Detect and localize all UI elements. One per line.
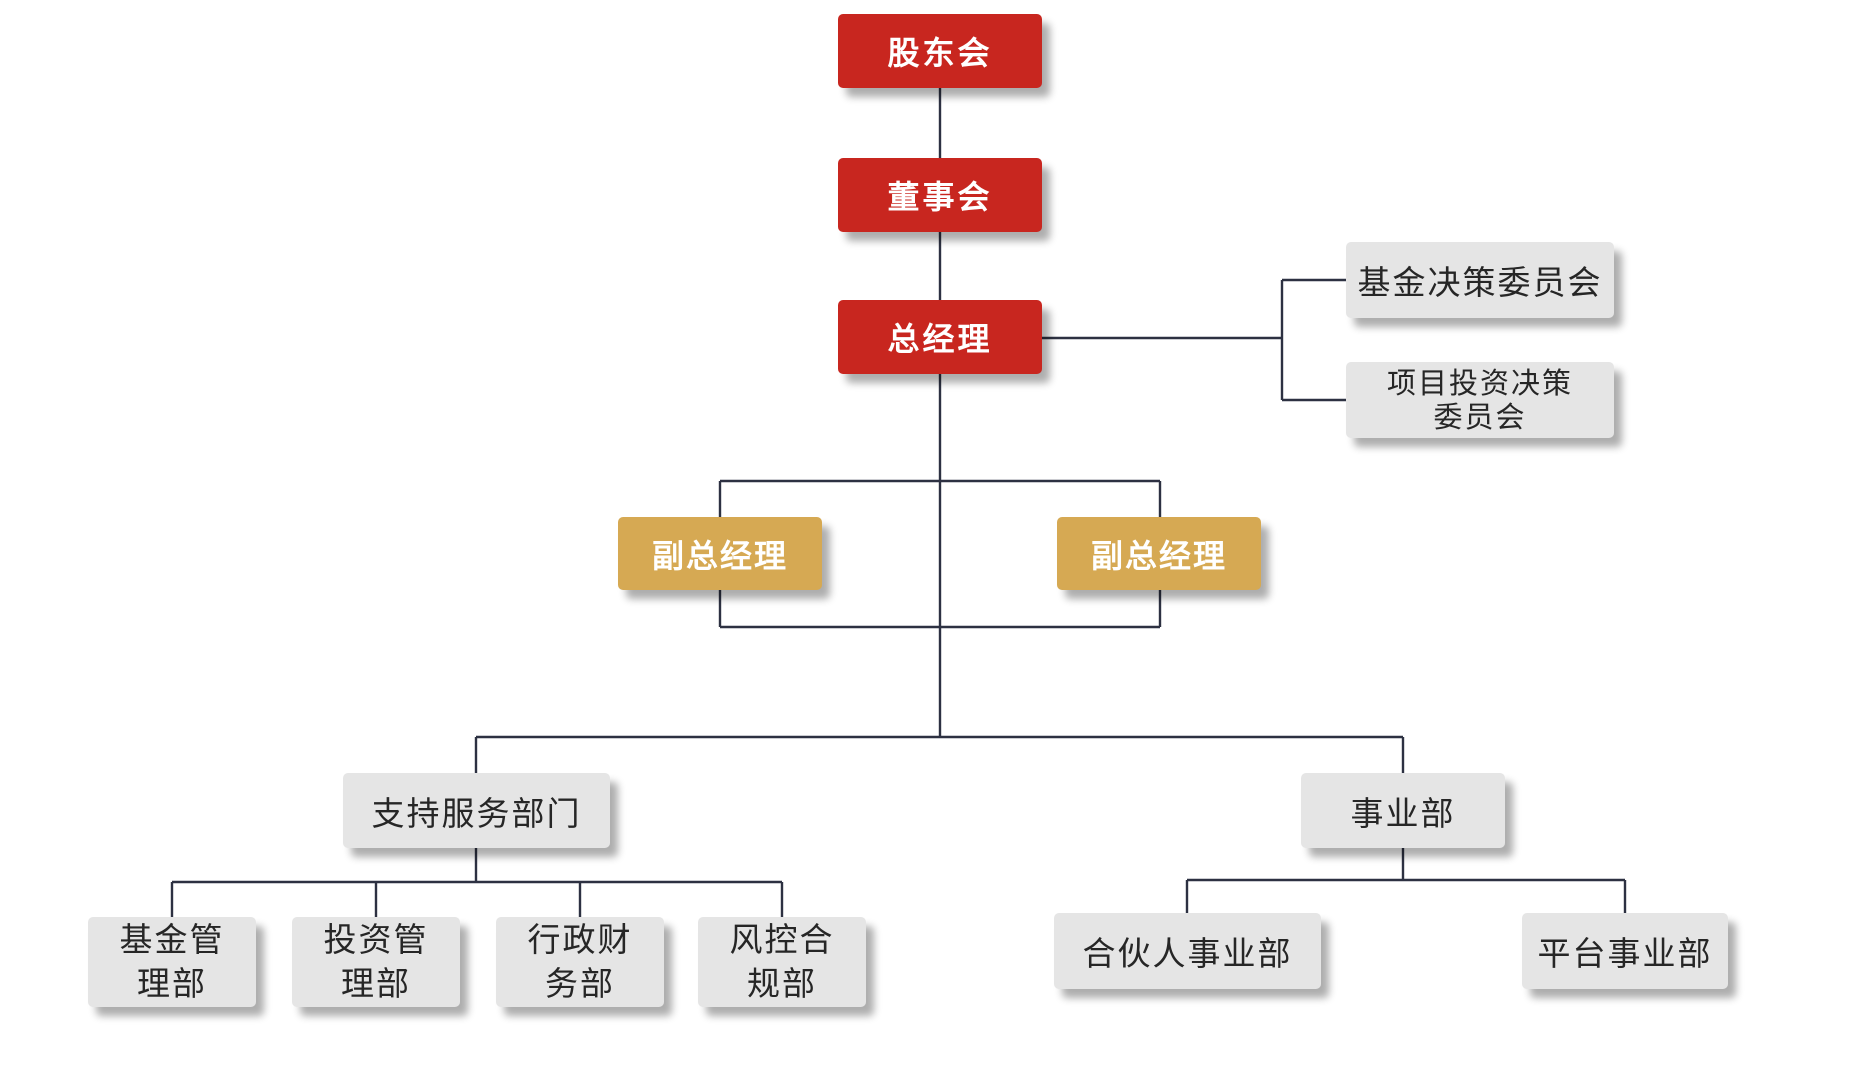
platform-business-label: 平台事业部 (1537, 934, 1713, 973)
board-node: 董事会 (838, 158, 1042, 232)
fund-decision-committee-node: 基金决策委员会 (1346, 242, 1614, 318)
deputy-gm-left-label: 副总经理 (651, 536, 788, 575)
business-division-node: 事业部 (1301, 773, 1505, 848)
connector-business-depts (1185, 848, 1627, 913)
admin-finance-node: 行政财 务部 (496, 917, 664, 1007)
shareholders-node: 股东会 (838, 14, 1042, 88)
support-services-node: 支持服务部门 (343, 773, 610, 848)
shareholders-label: 股东会 (887, 34, 993, 72)
connector-gm-committees (1042, 278, 1346, 402)
admin-finance-label: 行政财 务部 (527, 920, 633, 1003)
deputy-gm-right-node: 副总经理 (1057, 517, 1261, 590)
board-label: 董事会 (887, 178, 993, 216)
deputy-gm-left-node: 副总经理 (618, 517, 822, 590)
investment-management-label: 投资管 理部 (323, 920, 429, 1003)
connector-deputy-bracket (718, 479, 1162, 629)
connector-divisions (474, 735, 1405, 773)
partner-business-label: 合伙人事业部 (1082, 934, 1293, 973)
general-manager-node: 总经理 (838, 300, 1042, 374)
project-investment-committee-label: 项目投资决策 委员会 (1386, 366, 1573, 434)
fund-decision-committee-label: 基金决策委员会 (1357, 263, 1603, 302)
fund-management-node: 基金管 理部 (88, 917, 256, 1007)
partner-business-node: 合伙人事业部 (1054, 913, 1321, 989)
fund-management-label: 基金管 理部 (119, 920, 225, 1003)
business-division-label: 事业部 (1350, 793, 1456, 833)
general-manager-label: 总经理 (887, 320, 993, 358)
deputy-gm-right-label: 副总经理 (1090, 536, 1227, 575)
risk-compliance-node: 风控合 规部 (698, 917, 866, 1007)
risk-compliance-label: 风控合 规部 (729, 920, 835, 1003)
investment-management-node: 投资管 理部 (292, 917, 460, 1007)
connector-support-depts (170, 848, 784, 917)
support-services-label: 支持服务部门 (371, 793, 582, 833)
project-investment-committee-node: 项目投资决策 委员会 (1346, 362, 1614, 438)
platform-business-node: 平台事业部 (1522, 913, 1728, 989)
